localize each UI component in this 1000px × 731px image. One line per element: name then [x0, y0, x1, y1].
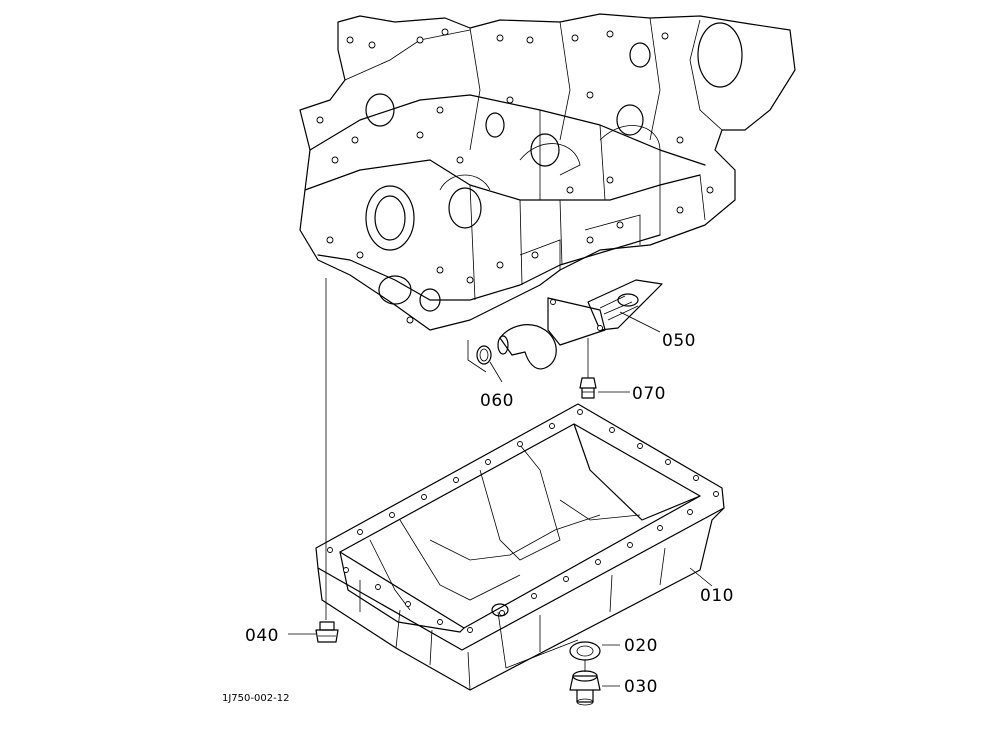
drain-plug [569, 670, 601, 706]
oil-pan [315, 403, 725, 691]
callout-030: 030 [624, 677, 658, 697]
oil-strainer [497, 279, 663, 370]
assembly-lines [288, 278, 713, 687]
callout-050: 050 [662, 331, 696, 351]
block-bolt-holes [316, 28, 714, 324]
o-ring [476, 345, 492, 365]
callout-060: 060 [480, 391, 514, 411]
callout-040: 040 [245, 626, 279, 646]
drain-plug-gasket [569, 641, 601, 661]
strainer-bolt [579, 377, 597, 399]
pan-bolt [315, 621, 339, 643]
callout-020: 020 [624, 636, 658, 656]
engine-block [299, 13, 796, 331]
callout-010: 010 [700, 586, 734, 606]
callout-070: 070 [632, 384, 666, 404]
reference-code: 1J750-002-12 [222, 693, 289, 704]
pan-flange-holes [327, 409, 719, 633]
